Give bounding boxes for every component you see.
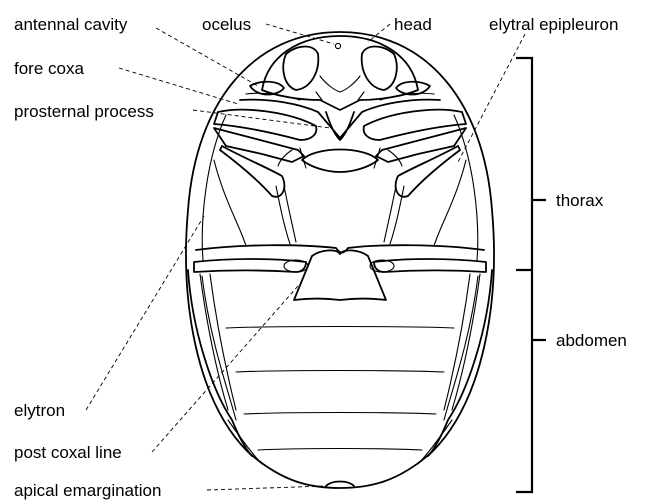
left-fore-leg (214, 128, 304, 162)
leader-antennal-cavity (156, 28, 258, 86)
leader-lines (86, 24, 525, 490)
left-mid-coxa (220, 146, 284, 197)
abdominal-suture-2 (236, 371, 444, 373)
left-fore-coxa (214, 110, 316, 140)
label-antennal-cavity: antennal cavity (14, 15, 128, 34)
left-mid-leg (276, 186, 296, 244)
abdominal-suture-4 (258, 449, 422, 451)
mouthparts (320, 76, 360, 92)
left-hind-leg (200, 274, 236, 410)
abdominal-suture-1 (226, 327, 454, 329)
leader-ocelus (266, 24, 334, 44)
leader-apical-emargination (207, 486, 326, 490)
label-post-coxal-line: post coxal line (14, 443, 122, 462)
bracket-abdomen (516, 270, 546, 492)
apical-emargination-notch (326, 482, 354, 487)
hind-coxal-process (294, 250, 386, 300)
ocellus-dot (335, 43, 340, 48)
beetle-body (186, 32, 494, 488)
labels: antennal cavity ocelus head elytral epip… (14, 15, 627, 500)
label-elytral-epipleuron: elytral epipleuron (489, 15, 618, 34)
label-abdomen: abdomen (556, 331, 627, 350)
right-mid-leg (384, 186, 404, 244)
left-eye (283, 47, 318, 91)
abdominal-inner-right (418, 420, 452, 464)
region-brackets (516, 58, 546, 492)
mouthparts-2 (316, 92, 364, 100)
right-eye (362, 47, 397, 91)
leader-fore-coxa (119, 68, 238, 104)
mesosternum (302, 150, 378, 173)
label-prosternal-process: prosternal process (14, 102, 154, 121)
label-ocelus: ocelus (202, 15, 251, 34)
metasternum-left (214, 160, 246, 246)
abdominal-inner-left (228, 420, 262, 464)
right-fore-leg (376, 128, 466, 162)
label-head: head (394, 15, 432, 34)
right-fore-coxa (364, 110, 466, 140)
metathorax-transverse (196, 245, 484, 252)
label-elytron: elytron (14, 401, 65, 420)
right-mid-coxa (396, 146, 460, 197)
label-thorax: thorax (556, 191, 604, 210)
label-apical-emargination: apical emargination (14, 481, 161, 500)
bracket-thorax (516, 58, 546, 270)
abdominal-suture-3 (244, 413, 436, 415)
label-fore-coxa: fore coxa (14, 59, 84, 78)
leader-elytral-epipleuron (458, 34, 525, 162)
right-hind-leg (444, 274, 480, 410)
leader-post-coxal-line (152, 286, 298, 452)
metasternum-right (434, 160, 466, 246)
